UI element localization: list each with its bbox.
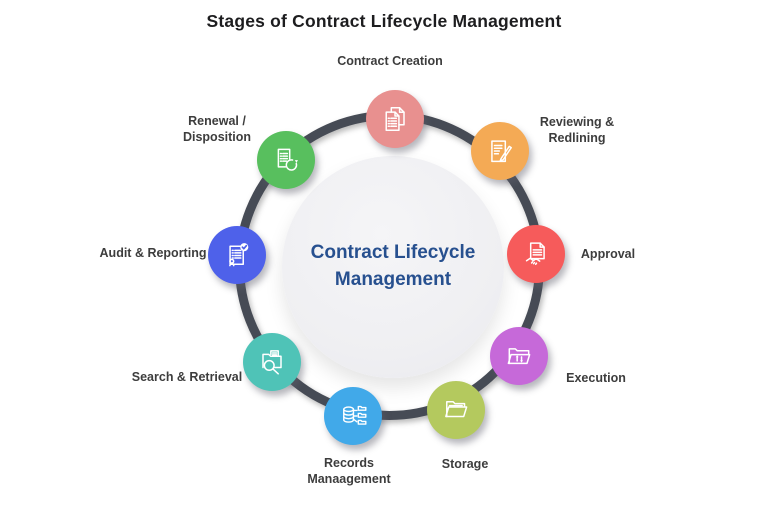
stage-node-execution xyxy=(490,327,548,385)
stage-bubble xyxy=(324,387,382,445)
page-title: Stages of Contract Lifecycle Management xyxy=(206,11,562,31)
stage-bubble xyxy=(471,122,529,180)
stage-label-execution: Execution xyxy=(566,370,626,385)
stage-node-storage xyxy=(427,381,485,439)
stage-node-contract-creation xyxy=(366,90,424,148)
document-handshake-icon xyxy=(525,242,545,266)
stage-node-approval xyxy=(507,225,565,283)
stage-bubble xyxy=(490,327,548,385)
document-pen-icon xyxy=(491,140,512,163)
center-label: Contract Lifecycle Management xyxy=(310,242,476,290)
stage-node-renewal-disposition xyxy=(257,131,315,189)
stage-node-search-retrieval xyxy=(243,333,301,391)
document-check-icon xyxy=(229,243,249,267)
center-circle: Contract Lifecycle Management xyxy=(282,156,504,378)
stage-label-contract-creation: Contract Creation xyxy=(337,53,443,68)
documents-icon xyxy=(385,107,405,131)
stage-label-approval: Approval xyxy=(580,246,636,261)
database-folders-icon xyxy=(343,405,367,425)
stage-label-records-management: Records Manaagement xyxy=(307,455,391,486)
stage-label-reviewing-redlining: Reviewing & Redlining xyxy=(539,114,615,145)
stage-node-audit-reporting xyxy=(208,226,266,284)
stage-node-records-management xyxy=(324,387,382,445)
stage-label-storage: Storage xyxy=(441,456,489,471)
stage-bubble xyxy=(507,225,565,283)
stage-label-search-retrieval: Search & Retrieval xyxy=(131,369,243,384)
stage-bubble xyxy=(243,333,301,391)
stage-bubble xyxy=(208,226,266,284)
stage-bubble xyxy=(257,131,315,189)
folder-search-icon xyxy=(262,350,282,375)
folder-arrows-icon xyxy=(507,348,531,365)
stage-bubble xyxy=(366,90,424,148)
stage-node-reviewing-redlining xyxy=(471,122,529,180)
document-refresh-icon xyxy=(277,148,298,171)
stage-label-renewal-disposition: Renewal / Disposition xyxy=(182,113,252,144)
stage-bubble xyxy=(427,381,485,439)
stage-label-audit-reporting: Audit & Reporting xyxy=(99,245,207,260)
open-folder-icon xyxy=(445,400,468,418)
